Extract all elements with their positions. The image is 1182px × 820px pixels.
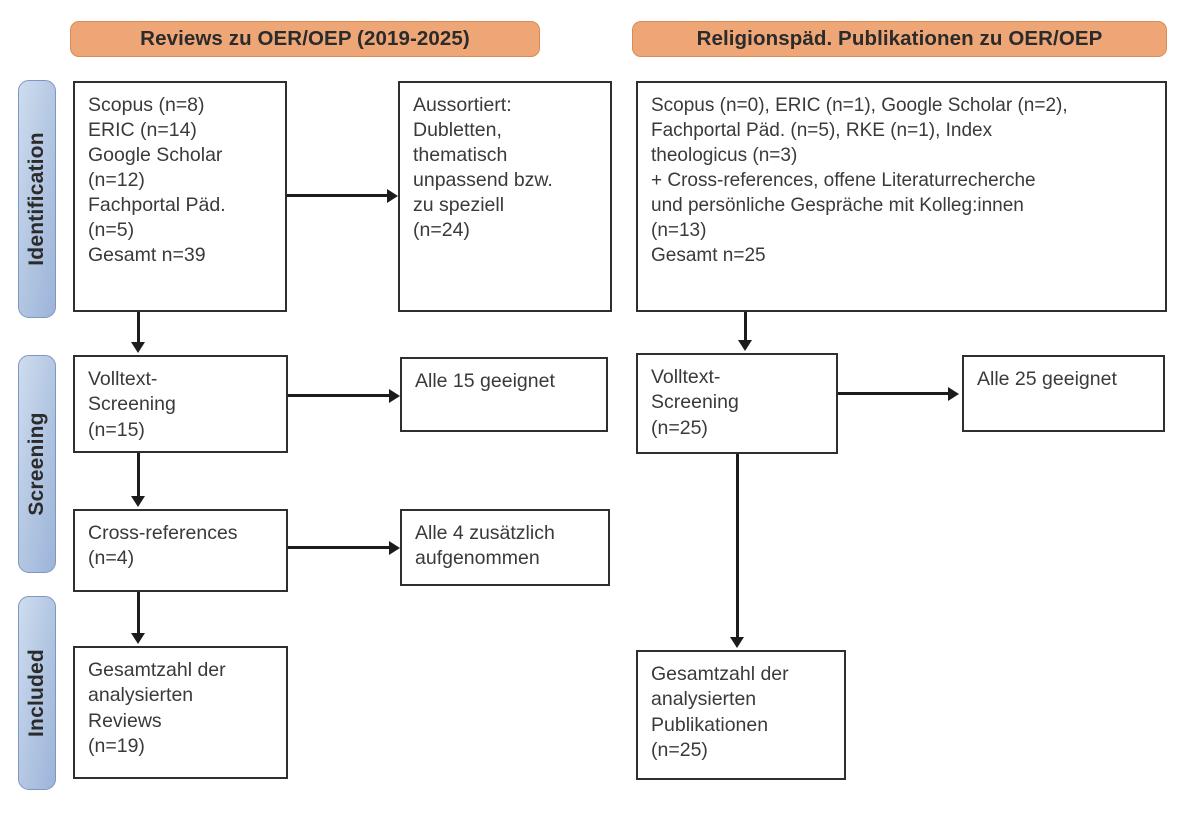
- arrowhead-right-screening-to-included: [730, 637, 744, 648]
- connector-left-identification-to-excluded: [287, 194, 389, 197]
- connector-left-screening-to-crossref: [137, 453, 140, 497]
- column-header-religionspaed-label: Religionspäd. Publikationen zu OER/OEP: [696, 27, 1103, 50]
- box-right-screening-out: Alle 25 geeignet: [962, 355, 1165, 432]
- box-left-included: Gesamtzahl der analysierten Reviews (n=1…: [73, 646, 288, 779]
- connector-left-crossref-to-added: [288, 546, 392, 549]
- box-left-screening: Volltext- Screening (n=15): [73, 355, 288, 453]
- arrowhead-left-identification-to-screening: [131, 342, 145, 353]
- arrowhead-left-screening-to-crossref: [131, 496, 145, 507]
- arrowhead-left-identification-to-excluded: [387, 189, 398, 203]
- connector-left-crossref-to-included: [137, 592, 140, 634]
- column-header-reviews: Reviews zu OER/OEP (2019-2025): [70, 21, 540, 57]
- connector-right-screening-to-included: [736, 454, 739, 638]
- box-left-identification: Scopus (n=8) ERIC (n=14) Google Scholar …: [73, 81, 287, 312]
- box-right-included: Gesamtzahl der analysierten Publikatione…: [636, 650, 846, 780]
- connector-left-identification-to-screening: [137, 312, 140, 344]
- box-left-screening-out: Alle 15 geeignet: [400, 357, 608, 432]
- arrowhead-right-screening-to-eligible: [948, 387, 959, 401]
- connector-right-identification-to-screening: [744, 312, 747, 342]
- box-left-crossref-out: Alle 4 zusätzlich aufgenommen: [400, 509, 610, 586]
- box-left-excluded: Aussortiert: Dubletten, thematisch unpas…: [398, 81, 612, 312]
- arrowhead-left-crossref-to-included: [131, 633, 145, 644]
- column-header-religionspaed: Religionspäd. Publikationen zu OER/OEP: [632, 21, 1167, 57]
- arrowhead-left-screening-to-eligible: [389, 389, 400, 403]
- box-right-screening: Volltext- Screening (n=25): [636, 353, 838, 454]
- stage-label-identification: Identification: [25, 132, 48, 266]
- stage-band-included: Included: [18, 596, 56, 790]
- column-header-reviews-label: Reviews zu OER/OEP (2019-2025): [140, 27, 470, 50]
- stage-band-identification: Identification: [18, 80, 56, 318]
- stage-band-screening: Screening: [18, 355, 56, 573]
- connector-left-screening-to-eligible: [288, 394, 392, 397]
- stage-label-included: Included: [25, 649, 48, 737]
- stage-label-screening: Screening: [25, 412, 48, 516]
- arrowhead-left-crossref-to-added: [389, 541, 400, 555]
- box-right-identification: Scopus (n=0), ERIC (n=1), Google Scholar…: [636, 81, 1167, 312]
- connector-right-screening-to-eligible: [838, 392, 950, 395]
- box-left-crossref: Cross-references (n=4): [73, 509, 288, 592]
- arrowhead-right-identification-to-screening: [738, 340, 752, 351]
